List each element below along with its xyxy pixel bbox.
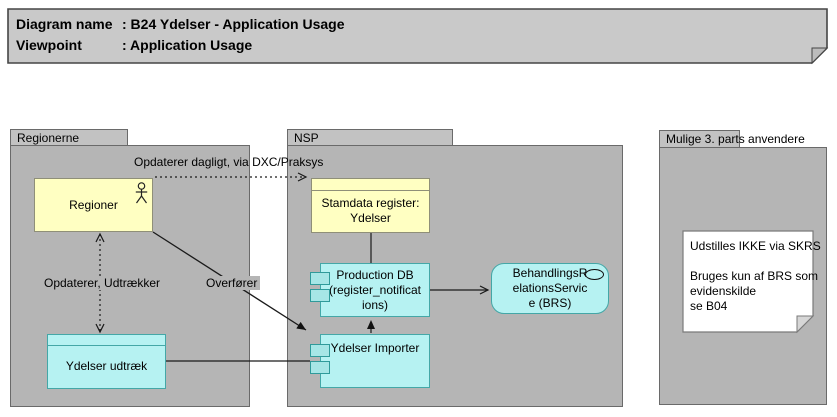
component-icon <box>310 289 330 302</box>
element-ydelser-udtraek-label: Ydelser udtræk <box>65 359 148 373</box>
element-production-db-line2: (register_notificat <box>328 282 422 297</box>
note-line-2 <box>690 254 821 269</box>
connector-label-opdaterer-dagligt: Opdaterer dagligt, via DXC/Praksys <box>134 155 324 169</box>
element-brs[interactable]: BehandlingsR elationsServic e (BRS) <box>491 263 609 314</box>
component-icon <box>310 344 330 357</box>
connector-label-opdaterer-udtraekker: Opdaterer, Udtrækker <box>41 276 164 290</box>
element-regioner[interactable]: Regioner <box>34 178 153 232</box>
element-brs-line3: e (BRS) <box>528 296 572 310</box>
element-ydelser-udtraek[interactable]: Ydelser udtræk <box>47 334 166 389</box>
group-mulige-tab[interactable]: Mulige 3. parts anvendere <box>659 130 805 148</box>
element-production-db[interactable]: Production DB (register_notificat ions) <box>310 263 430 317</box>
compartment-divider <box>312 190 429 191</box>
group-nsp-tab[interactable]: NSP <box>287 129 453 146</box>
note-line-4: evidenskilde <box>690 284 757 298</box>
element-ydelser-importer-label: Ydelser Importer <box>330 341 420 355</box>
compartment-divider <box>48 345 165 346</box>
title-row2-value: : Application Usage <box>122 37 253 53</box>
element-stamdata-label-line1: Stamdata register: <box>321 196 420 210</box>
element-ydelser-importer[interactable]: Ydelser Importer <box>310 334 430 388</box>
diagram-title: Diagram name : B24 Ydelser - Application… <box>16 14 345 56</box>
group-regionerne-label: Regionerne <box>17 131 80 145</box>
element-regioner-label: Regioner <box>69 197 118 212</box>
element-brs-line1: BehandlingsR <box>512 266 588 280</box>
title-row1-value: : B24 Ydelser - Application Usage <box>122 16 345 32</box>
application-service-icon <box>585 269 604 280</box>
note-line-1: Udstilles IKKE via SKRS <box>690 239 821 253</box>
element-stamdata-label-line2: Ydelser <box>350 211 391 225</box>
title-row1-label: Diagram name <box>16 16 113 32</box>
connector-label-overfoerer: Overfører <box>203 276 261 290</box>
element-brs-line2: elationsServic <box>512 281 588 295</box>
group-nsp-label: NSP <box>294 131 319 145</box>
actor-icon <box>135 182 148 204</box>
component-icon <box>310 272 330 285</box>
note-line-5: se B04 <box>690 299 728 313</box>
element-stamdata-register[interactable]: Stamdata register: Ydelser <box>311 178 430 233</box>
note-text: Udstilles IKKE via SKRS Bruges kun af BR… <box>690 239 821 314</box>
note-line-3: Bruges kun af BRS som <box>690 269 819 283</box>
element-production-db-line3: ions) <box>361 297 388 312</box>
group-regionerne-tab[interactable]: Regionerne <box>10 129 128 146</box>
title-row2-label: Viewpoint <box>16 37 82 53</box>
component-icon <box>310 361 330 374</box>
group-mulige-label: Mulige 3. parts anvendere <box>666 132 805 146</box>
element-production-db-line1: Production DB <box>336 267 414 282</box>
